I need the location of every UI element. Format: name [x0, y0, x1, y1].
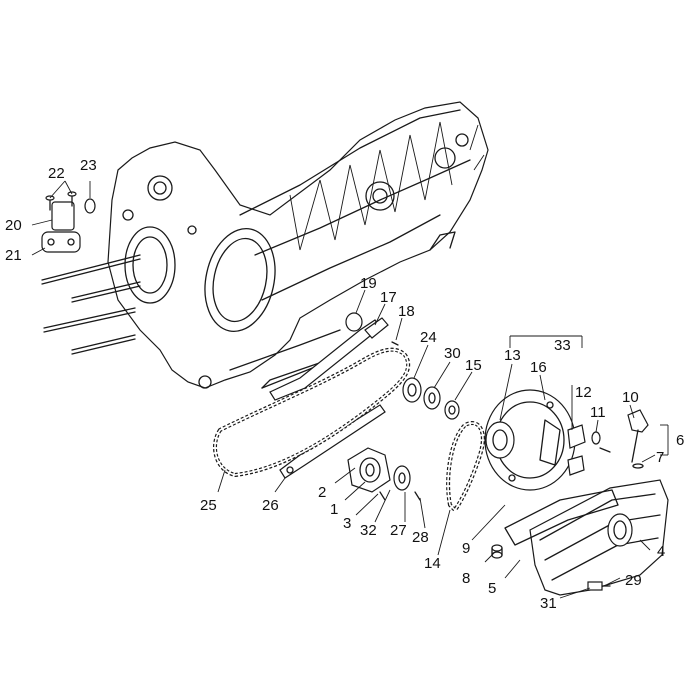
pump-chain-14	[446, 421, 485, 514]
callout-15: 15	[465, 357, 482, 374]
dipstick-10	[627, 409, 649, 469]
callout-labels: 22 23 20 21 19 17 18 24 30 15 13 16 33 1…	[5, 157, 684, 612]
pump-flange	[484, 389, 576, 491]
callout-32: 32	[360, 522, 377, 539]
callout-24: 24	[420, 329, 437, 346]
callout-28: 28	[412, 529, 429, 546]
callout-16: 16	[530, 359, 547, 376]
callout-13: 13	[504, 347, 521, 364]
callout-14: 14	[424, 555, 441, 572]
cylinder-studs	[41, 254, 141, 355]
callout-18: 18	[398, 303, 415, 320]
leader-lines	[31, 180, 669, 599]
callout-25: 25	[200, 497, 217, 514]
callout-3: 3	[343, 515, 351, 532]
drain-plug-29	[587, 581, 611, 591]
callout-12: 12	[575, 384, 592, 401]
callout-30: 30	[444, 345, 461, 362]
callout-33: 33	[554, 337, 571, 354]
callout-27: 27	[390, 522, 407, 539]
bushing-15	[444, 400, 460, 420]
callout-20: 20	[5, 217, 22, 234]
crankcase	[107, 101, 489, 389]
callout-2: 2	[318, 484, 326, 501]
callout-9: 9	[462, 540, 470, 557]
dowel-8	[491, 544, 503, 559]
callout-26: 26	[262, 497, 279, 514]
callout-11: 11	[590, 404, 606, 421]
washer-30	[423, 386, 441, 410]
callout-10: 10	[622, 389, 639, 406]
callout-23: 23	[80, 157, 97, 174]
callout-19: 19	[360, 275, 377, 292]
gasket-5	[504, 489, 619, 546]
callout-17: 17	[380, 289, 397, 306]
washer-11	[591, 431, 611, 453]
callout-22: 22	[48, 165, 65, 182]
callout-29: 29	[625, 572, 642, 589]
callout-6: 6	[676, 432, 684, 449]
callout-21: 21	[5, 247, 22, 264]
callout-31: 31	[540, 595, 557, 612]
oil-sump-4	[529, 479, 669, 596]
callout-8: 8	[462, 570, 470, 587]
oil-pump	[347, 447, 421, 501]
callout-5: 5	[488, 580, 496, 597]
sprocket-24	[402, 377, 422, 403]
callout-4: 4	[657, 543, 665, 560]
callout-7: 7	[656, 449, 664, 466]
chain-tensioner-assembly	[41, 191, 96, 253]
part-12	[567, 424, 586, 476]
timing-chain-25	[213, 347, 411, 478]
callout-1: 1	[330, 501, 338, 518]
